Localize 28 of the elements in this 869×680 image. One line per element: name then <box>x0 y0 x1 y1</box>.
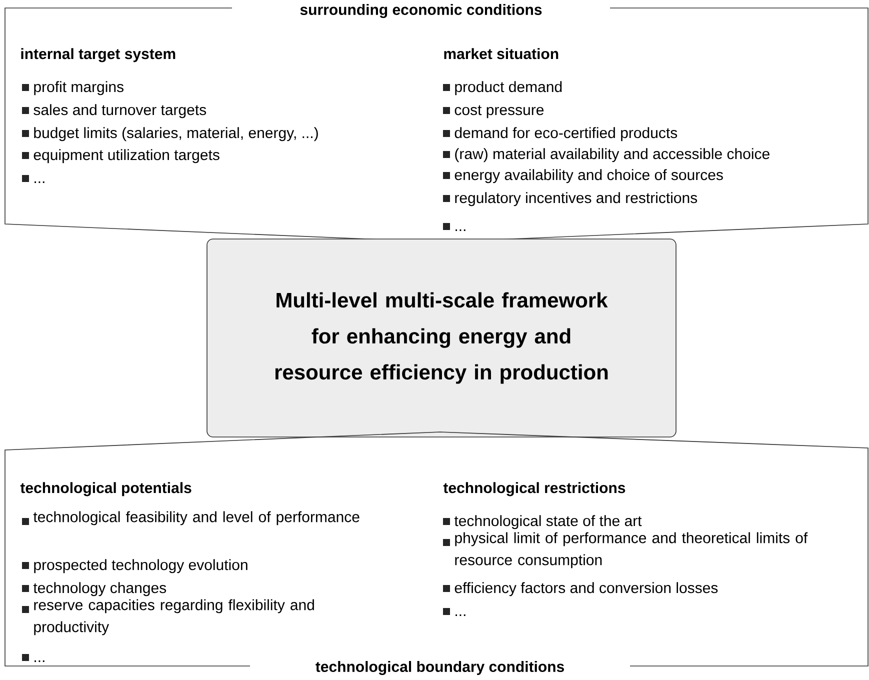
bullet-item: product demand <box>455 81 562 96</box>
section-heading: technological potentials <box>20 482 192 496</box>
framework-box: Multi-level multi-scale framework for enhancing energy and resource efficiency in production <box>206 238 676 438</box>
bullet-item: cost pressure <box>454 105 544 118</box>
bullet-item: demand for eco-certified products <box>454 127 678 142</box>
section-heading: market situation <box>444 48 558 60</box>
bullet-item: sales and turnover targets <box>34 104 206 118</box>
bullet-item: ... <box>456 614 466 616</box>
section-heading: technological restrictions <box>443 482 626 496</box>
bullet-item: regulatory incentives and restrictions <box>455 192 698 206</box>
bullet-item: ... <box>34 660 44 662</box>
bullet-item: equipment utilization targets <box>34 149 220 164</box>
bullet-item: technological feasibility and level of performance <box>33 511 360 526</box>
bullet-item: energy availability and choice of sources <box>454 169 723 184</box>
bullet-item: technological state of the art <box>454 515 642 530</box>
frame-title: technological boundary conditions <box>316 660 564 676</box>
bullet-item: efficiency factors and conversion losses <box>454 582 718 596</box>
bullet-item: prospected technology evolution <box>34 559 248 574</box>
bullet-item: budget limits (salaries, material, energy, ...) <box>34 127 318 142</box>
bullet-item: reserve capacities regarding flexibility and productivity <box>34 599 314 636</box>
bullet-item: ... <box>34 181 44 183</box>
bullet-item: (raw) material availability and accessible choice <box>455 148 770 162</box>
bullet-item: physical limit of performance and theoretical limits of resource consumption <box>455 532 808 568</box>
frame-title: surrounding economic conditions <box>300 4 542 18</box>
bullet-item: ... <box>456 229 466 231</box>
section-heading: internal target system <box>21 48 176 62</box>
bullet-item: profit margins <box>34 81 124 96</box>
bullet-item: technology changes <box>33 582 166 596</box>
